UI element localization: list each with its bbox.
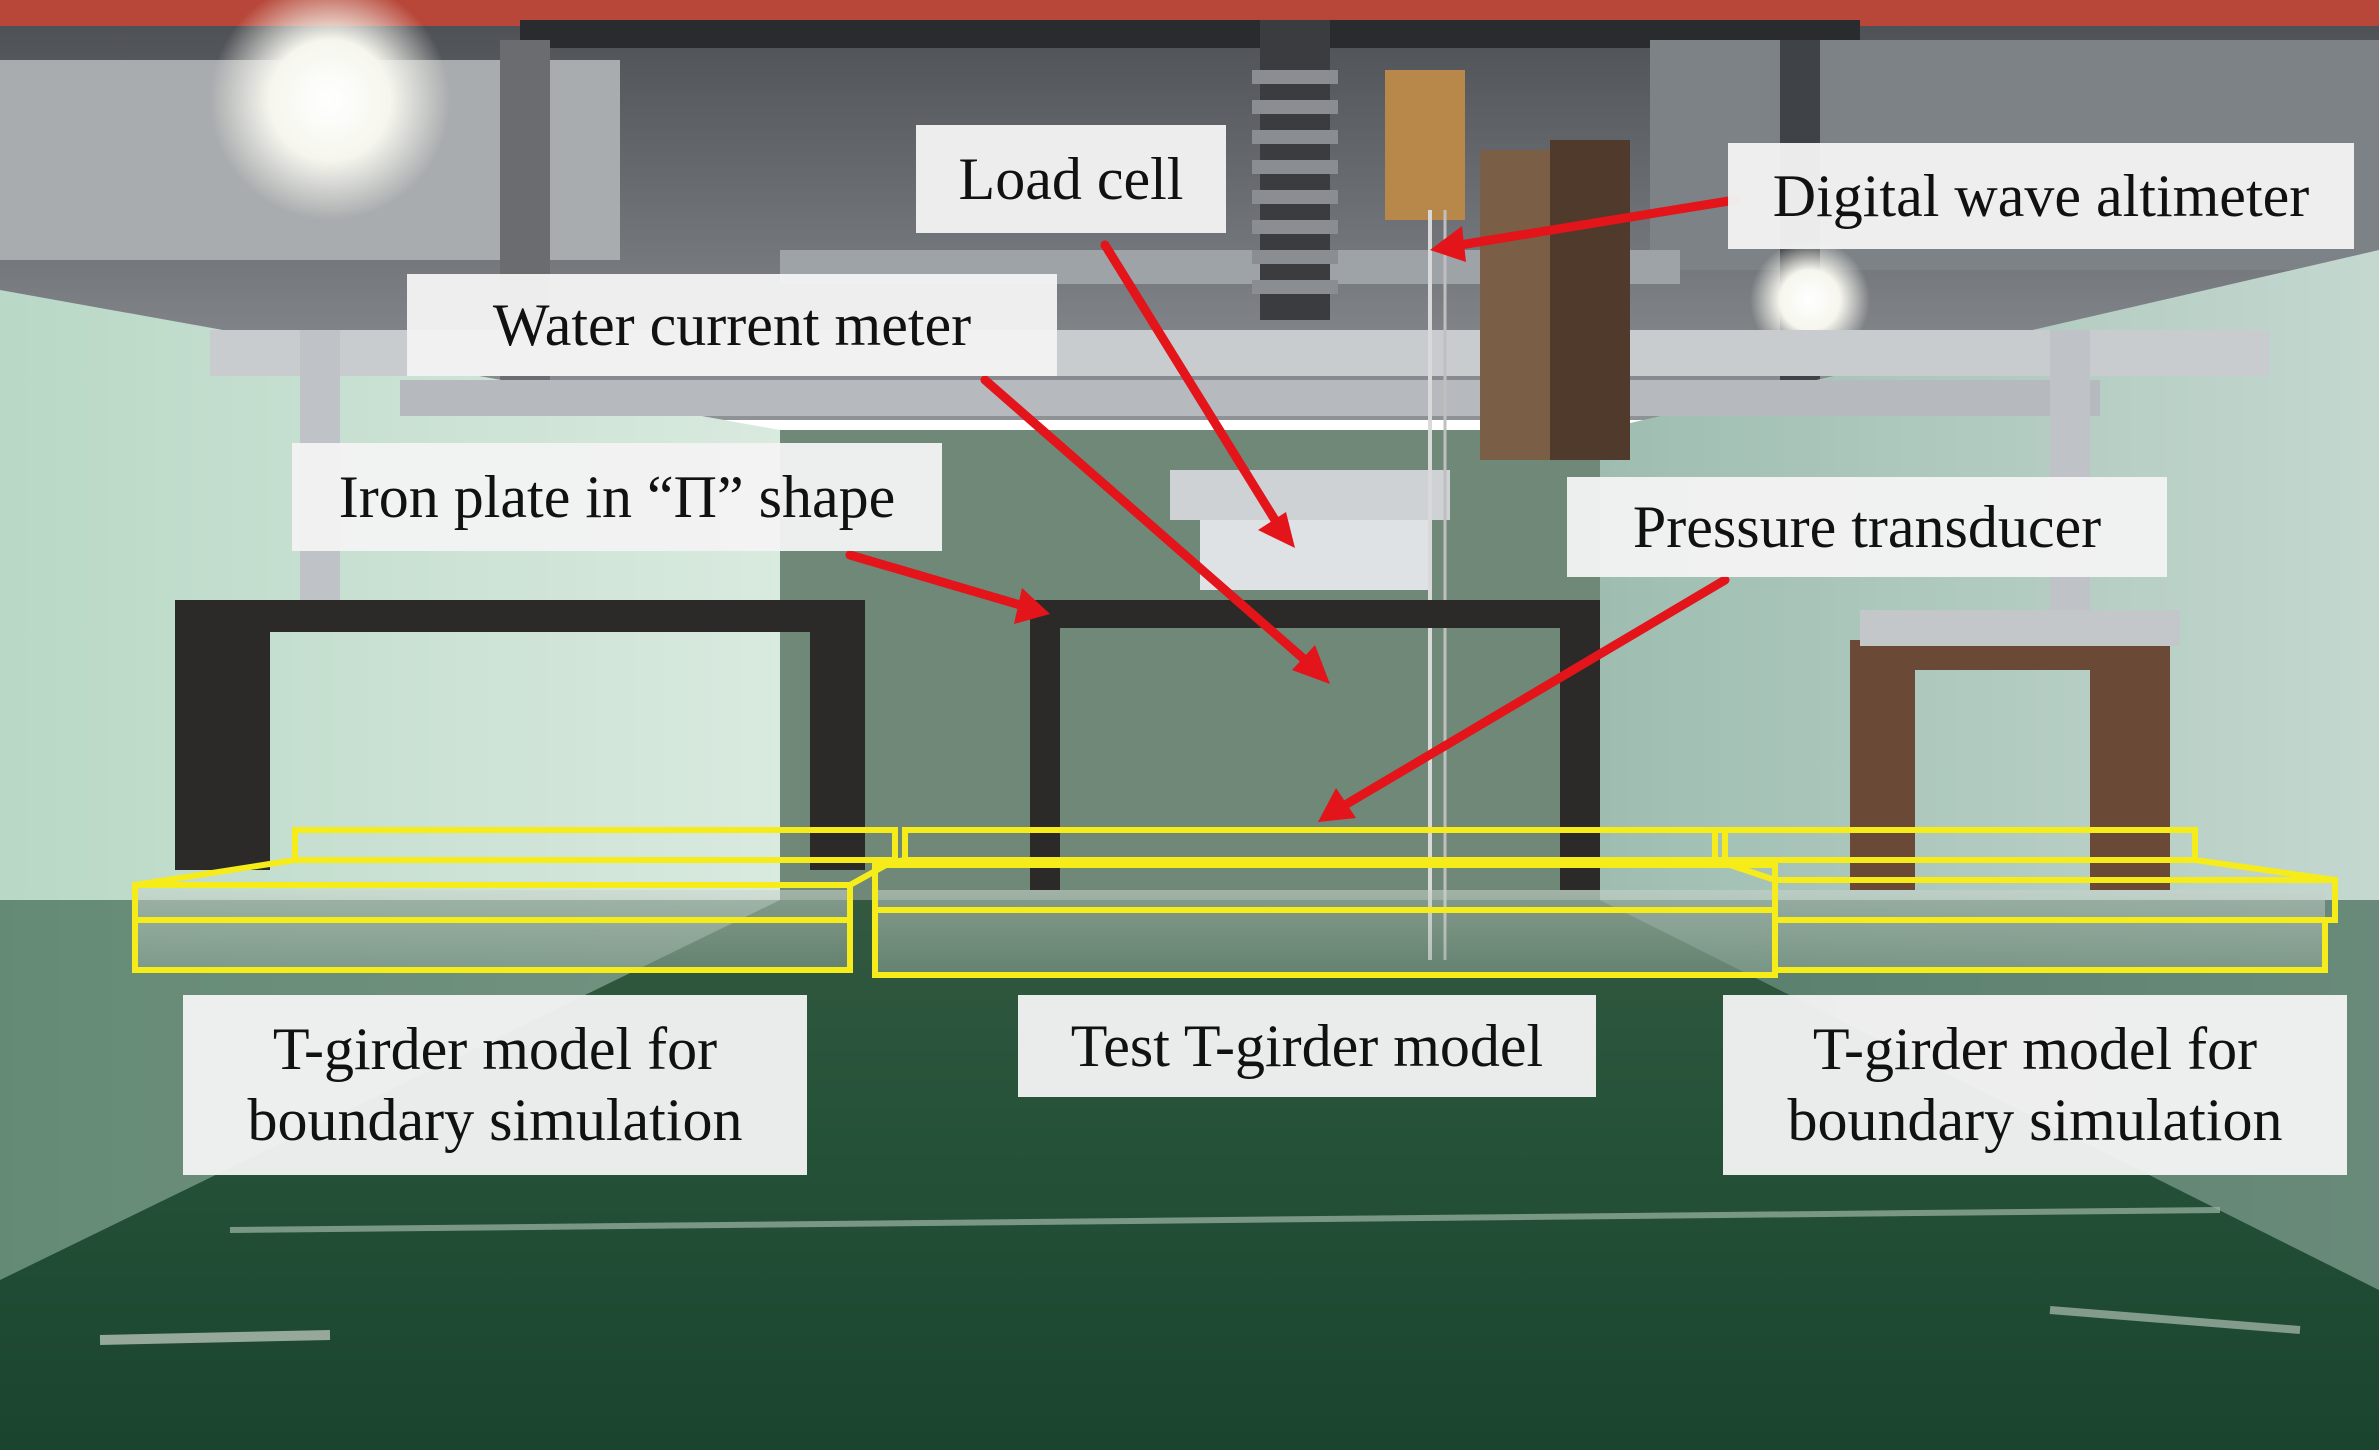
test-girder-text: Test T-girder model (1070, 1012, 1544, 1079)
left-boundary-girder-label: T-girder model for boundary simulation (183, 995, 807, 1175)
water-current-meter-label: Water current meter (407, 274, 1057, 376)
left-girder-line-1: T-girder model for (272, 1016, 718, 1083)
test-girder-label: Test T-girder model (1018, 995, 1596, 1097)
pressure-transducer-text: Pressure transducer (1632, 493, 2102, 560)
right-girder-line-2: boundary simulation (1787, 1087, 2283, 1153)
left-girder-line-2: boundary simulation (247, 1087, 743, 1153)
pressure-transducer-label: Pressure transducer (1567, 477, 2167, 577)
iron-plate-label: Iron plate in “Π” shape (292, 443, 942, 551)
water-current-meter-text: Water current meter (492, 291, 972, 358)
load-cell-text: Load cell (958, 145, 1184, 212)
right-girder-line-1: T-girder model for (1812, 1016, 2258, 1083)
digital-wave-altimeter-text: Digital wave altimeter (1772, 162, 2310, 229)
load-cell-label: Load cell (916, 125, 1226, 233)
digital-wave-altimeter-label: Digital wave altimeter (1728, 143, 2354, 249)
right-boundary-girder-label: T-girder model for boundary simulation (1723, 995, 2347, 1175)
iron-plate-text: Iron plate in “Π” shape (338, 463, 896, 530)
